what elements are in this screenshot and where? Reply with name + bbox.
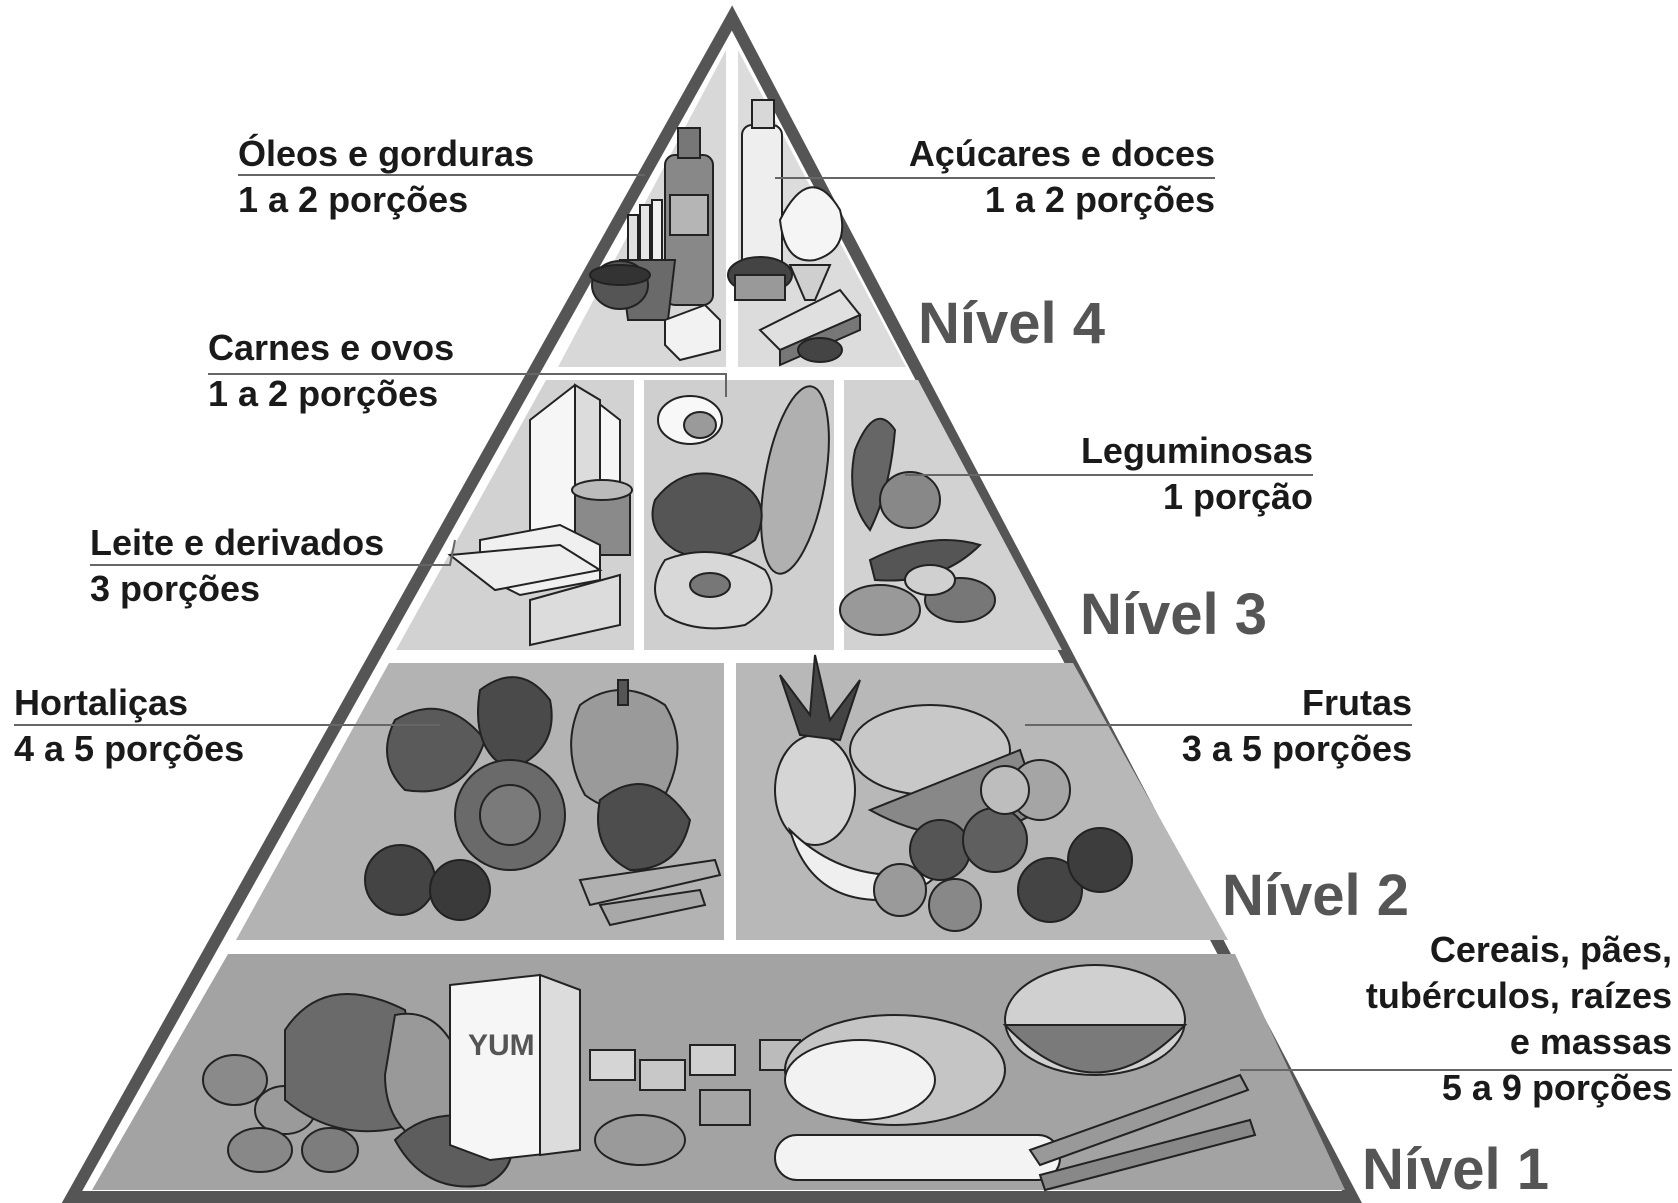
cereais-name-line1: Cereais, pães, — [1429, 929, 1672, 970]
acucares-label: Açúcares e doces 1 a 2 porções — [909, 131, 1215, 223]
meat-eggs-illustration — [651, 385, 830, 630]
hortalicas-label: Hortaliças 4 a 5 porções — [14, 680, 244, 772]
hortalicas-portions: 4 a 5 porções — [14, 728, 245, 769]
carnes-portions: 1 a 2 porções — [208, 373, 439, 414]
frutas-label: Frutas 3 a 5 porções — [1182, 680, 1412, 772]
leguminosas-portions: 1 porção — [1162, 476, 1313, 517]
leite-label: Leite e derivados 3 porções — [90, 520, 384, 612]
leader-carnes — [208, 373, 727, 397]
frutas-portions: 3 a 5 porções — [1181, 728, 1412, 769]
leite-portions: 3 porções — [90, 568, 261, 609]
carnes-name: Carnes e ovos — [208, 327, 455, 368]
vegetables-illustration — [364, 676, 722, 927]
acucares-portions: 1 a 2 porções — [984, 179, 1215, 220]
cereais-name-line3: e massas — [1509, 1021, 1672, 1062]
dairy-illustration — [447, 383, 633, 647]
cereais-label: Cereais, pães, tubérculos, raízes e mass… — [1366, 927, 1672, 1111]
carnes-label: Carnes e ovos 1 a 2 porções — [208, 325, 454, 417]
level-3-label: Nível 3 — [1080, 582, 1267, 647]
legumes-illustration — [839, 417, 996, 636]
fruits-illustration — [774, 654, 1133, 932]
sugars-sweets-illustration — [727, 99, 862, 367]
frutas-name: Frutas — [1301, 682, 1412, 723]
leguminosas-label: Leguminosas 1 porção — [1081, 428, 1313, 520]
level-2-label: Nível 2 — [1222, 863, 1409, 928]
cereais-name-line2: tubérculos, raízes — [1365, 975, 1672, 1016]
hortalicas-name: Hortaliças — [14, 682, 189, 723]
leguminosas-name: Leguminosas — [1080, 430, 1313, 471]
acucares-name: Açúcares e doces — [908, 133, 1215, 174]
oils-fats-illustration — [589, 127, 721, 362]
oleos-portions: 1 a 2 porções — [238, 179, 469, 220]
tier-3-legumes-cell — [844, 380, 1062, 650]
cereal-box-label: YUM — [468, 1029, 535, 1062]
cereais-portions: 5 a 9 porções — [1441, 1067, 1672, 1108]
level-4-label: Nível 4 — [918, 291, 1105, 356]
level-1-label: Nível 1 — [1362, 1137, 1549, 1202]
leite-name: Leite e derivados — [90, 522, 385, 563]
leader-lines — [14, 174, 1672, 1071]
oleos-name: Óleos e gorduras — [238, 133, 535, 174]
oleos-label: Óleos e gorduras 1 a 2 porções — [238, 131, 534, 223]
leader-leite — [90, 539, 456, 566]
cereals-illustration — [202, 964, 1257, 1192]
